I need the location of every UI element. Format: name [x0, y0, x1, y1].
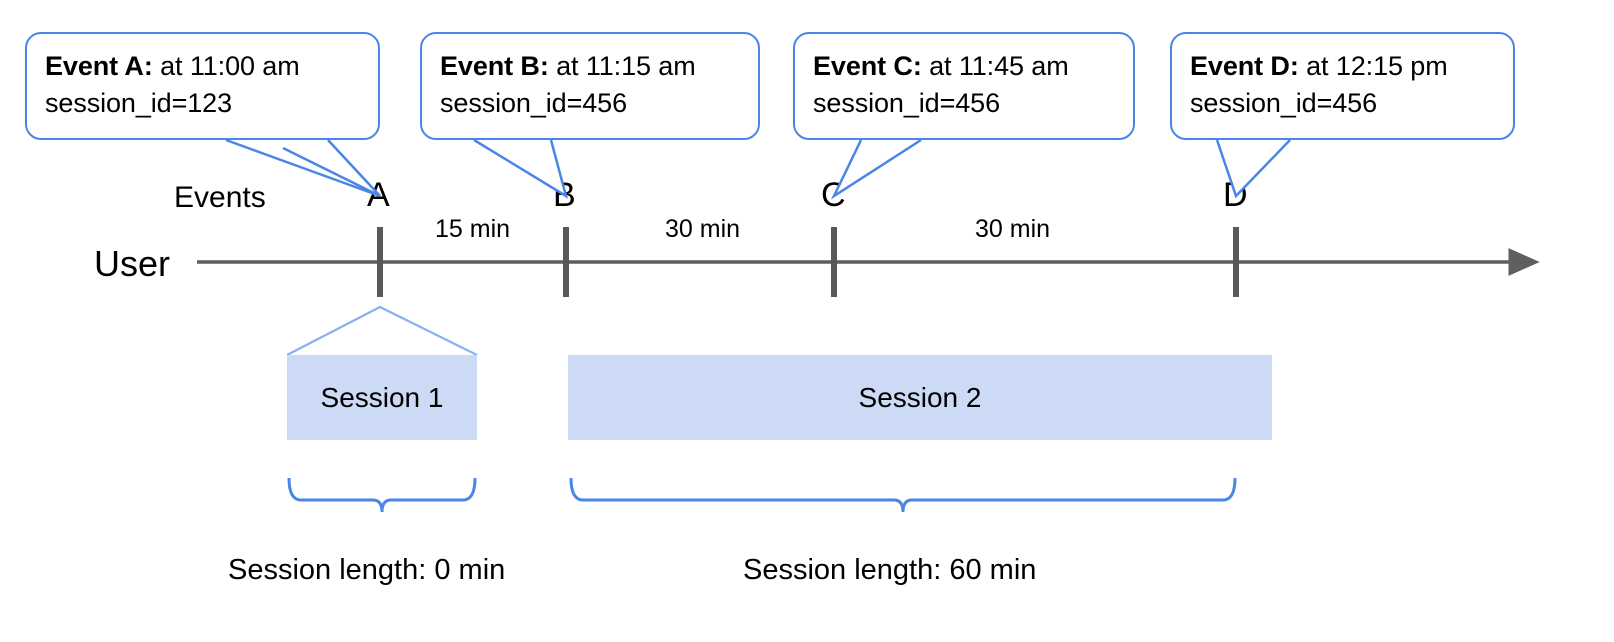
session-bar-2: Session 2	[568, 355, 1272, 440]
callout-c-line1: Event C: at 11:45 am	[813, 48, 1115, 85]
callout-b-line1: Event B: at 11:15 am	[440, 48, 740, 85]
gap-label-c-d: 30 min	[975, 215, 1051, 243]
callout-event-a: Event A: at 11:00 am session_id=123	[25, 32, 380, 140]
callout-b-line2: session_id=456	[440, 88, 627, 119]
session-2-length-label: Session length: 60 min	[743, 554, 1037, 586]
session-1-label: Session 1	[320, 381, 444, 413]
session-2-label: Session 2	[858, 381, 982, 413]
event-letter-a: A	[367, 176, 390, 214]
row-label-events: Events	[174, 181, 266, 214]
callout-a-time: at 11:00 am	[152, 51, 300, 81]
callout-d-line2: session_id=456	[1190, 88, 1377, 119]
session-1-length-label: Session length: 0 min	[228, 554, 506, 586]
callout-a-line1: Event A: at 11:00 am	[45, 48, 360, 85]
callout-a-bold: Event A:	[45, 51, 153, 81]
row-label-user: User	[94, 243, 171, 284]
session-1-brace	[287, 477, 477, 513]
gap-label-b-c: 30 min	[665, 215, 741, 243]
session-2-brace	[569, 477, 1237, 513]
event-letter-b: B	[553, 176, 576, 214]
callout-c-time: at 11:45 am	[921, 51, 1069, 81]
callout-a-line2: session_id=123	[45, 88, 232, 119]
callout-c-bold: Event C:	[813, 51, 922, 81]
gap-label-a-b: 15 min	[435, 215, 511, 243]
callout-event-b: Event B: at 11:15 am session_id=456	[420, 32, 760, 140]
event-letter-c: C	[821, 176, 846, 214]
session-1-tent-connector	[286, 305, 478, 356]
event-letter-d: D	[1223, 176, 1248, 214]
callout-d-line1: Event D: at 12:15 pm	[1190, 48, 1495, 85]
callout-b-time: at 11:15 am	[548, 51, 696, 81]
session-bar-1: Session 1	[287, 355, 477, 440]
callout-d-time: at 12:15 pm	[1298, 51, 1448, 81]
callout-c-line2: session_id=456	[813, 88, 1000, 119]
callout-event-c: Event C: at 11:45 am session_id=456	[793, 32, 1135, 140]
callout-event-d: Event D: at 12:15 pm session_id=456	[1170, 32, 1515, 140]
callout-b-bold: Event B:	[440, 51, 549, 81]
callout-d-bold: Event D:	[1190, 51, 1299, 81]
